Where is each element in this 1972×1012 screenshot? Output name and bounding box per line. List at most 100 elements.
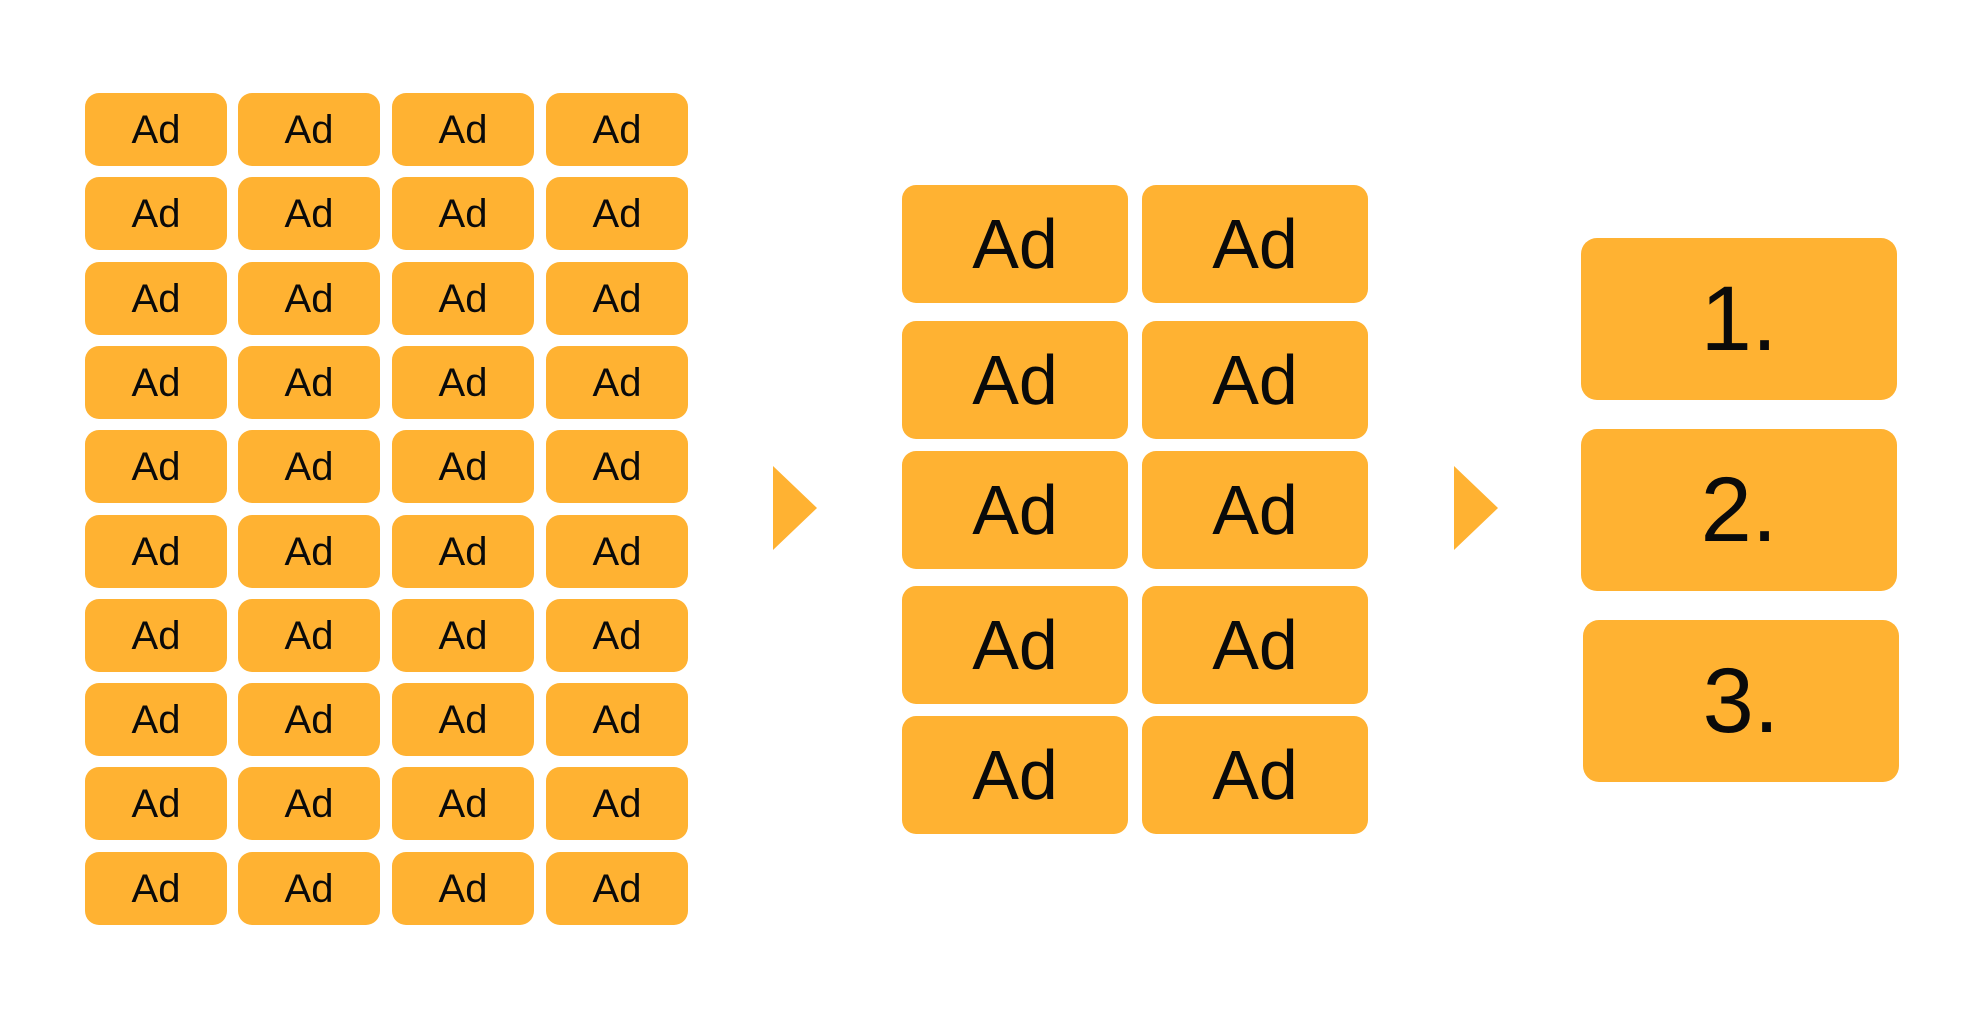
ad-box-small-label: Ad [131,866,181,911]
ad-box-medium-label: Ad [1212,205,1298,283]
ad-box-small-label: Ad [131,107,181,152]
ad-box-small-label: Ad [284,107,334,152]
rank-box-2: 2. [1581,429,1897,591]
ad-box-small-label: Ad [592,276,642,321]
ad-box-small: Ad [546,93,688,166]
ad-box-medium: Ad [1142,716,1368,834]
ad-box-small-label: Ad [592,107,642,152]
rank-box-3: 3. [1583,620,1899,782]
ad-box-small-label: Ad [131,360,181,405]
ad-box-small-label: Ad [438,360,488,405]
ad-box-medium-label: Ad [972,341,1058,419]
ad-box-medium: Ad [902,451,1128,569]
ad-box-small: Ad [392,430,534,503]
ad-box-small-label: Ad [592,781,642,826]
ad-box-medium: Ad [902,185,1128,303]
ad-box-small: Ad [238,852,380,925]
ad-box-small: Ad [546,346,688,419]
ad-box-medium-label: Ad [972,205,1058,283]
ad-box-small: Ad [238,430,380,503]
ad-box-small: Ad [392,599,534,672]
ad-box-small-label: Ad [592,444,642,489]
ad-box-small: Ad [392,177,534,250]
arrow-right-icon [773,466,817,550]
ad-box-medium: Ad [902,716,1128,834]
rank-box-1: 1. [1581,238,1897,400]
ad-box-small: Ad [85,683,227,756]
ad-box-small: Ad [392,262,534,335]
ad-box-small: Ad [85,599,227,672]
ad-box-small-label: Ad [284,529,334,574]
ad-box-small: Ad [238,515,380,588]
ad-box-medium: Ad [1142,185,1368,303]
ad-box-small-label: Ad [438,697,488,742]
ad-box-small: Ad [392,93,534,166]
ad-box-small-label: Ad [592,529,642,574]
ad-box-medium-label: Ad [1212,736,1298,814]
rank-box-1-label: 1. [1700,268,1778,370]
ad-box-small-label: Ad [284,360,334,405]
ad-box-small: Ad [85,177,227,250]
ad-box-small: Ad [85,346,227,419]
ad-box-small-label: Ad [284,276,334,321]
ad-box-small: Ad [392,767,534,840]
ad-box-small-label: Ad [284,781,334,826]
ad-box-medium: Ad [902,586,1128,704]
ad-box-medium-label: Ad [1212,606,1298,684]
ad-box-small-label: Ad [592,697,642,742]
ad-box-small-label: Ad [592,360,642,405]
ad-box-small-label: Ad [592,613,642,658]
ad-box-small: Ad [546,767,688,840]
ad-box-small-label: Ad [438,107,488,152]
ad-box-small-label: Ad [284,191,334,236]
ad-box-small-label: Ad [438,191,488,236]
ad-box-small-label: Ad [131,444,181,489]
arrow-right-icon [1454,466,1498,550]
ad-box-small: Ad [392,346,534,419]
ad-box-medium: Ad [1142,451,1368,569]
ad-box-small: Ad [546,599,688,672]
ad-box-small: Ad [546,515,688,588]
ad-box-small: Ad [238,93,380,166]
ad-box-small: Ad [238,346,380,419]
ad-box-medium-label: Ad [972,606,1058,684]
ad-box-small-label: Ad [131,276,181,321]
ad-box-medium: Ad [902,321,1128,439]
ad-box-small: Ad [85,767,227,840]
ad-box-small: Ad [546,430,688,503]
ad-box-medium: Ad [1142,586,1368,704]
ad-box-small-label: Ad [131,613,181,658]
ad-box-small: Ad [85,262,227,335]
ad-box-small: Ad [546,683,688,756]
ad-box-small-label: Ad [131,781,181,826]
ad-box-small: Ad [238,177,380,250]
ad-box-small-label: Ad [131,697,181,742]
ad-box-small: Ad [546,177,688,250]
ad-box-medium-label: Ad [972,736,1058,814]
ad-box-medium-label: Ad [972,471,1058,549]
ad-box-small-label: Ad [438,529,488,574]
ad-box-small-label: Ad [438,276,488,321]
ad-box-small: Ad [85,852,227,925]
ad-box-medium: Ad [1142,321,1368,439]
ad-box-small-label: Ad [438,613,488,658]
ad-box-small: Ad [546,852,688,925]
ad-box-medium-label: Ad [1212,341,1298,419]
ad-box-small: Ad [392,852,534,925]
ad-box-small-label: Ad [284,866,334,911]
ad-box-small: Ad [238,599,380,672]
ad-box-small-label: Ad [438,866,488,911]
ad-box-small-label: Ad [284,613,334,658]
ad-box-medium-label: Ad [1212,471,1298,549]
ad-box-small-label: Ad [131,191,181,236]
ad-box-small: Ad [238,767,380,840]
ad-box-small-label: Ad [592,866,642,911]
rank-box-2-label: 2. [1700,459,1778,561]
ad-box-small-label: Ad [592,191,642,236]
ad-box-small-label: Ad [438,781,488,826]
rank-box-3-label: 3. [1702,650,1780,752]
ad-box-small-label: Ad [438,444,488,489]
ad-box-small: Ad [392,515,534,588]
ad-box-small: Ad [546,262,688,335]
